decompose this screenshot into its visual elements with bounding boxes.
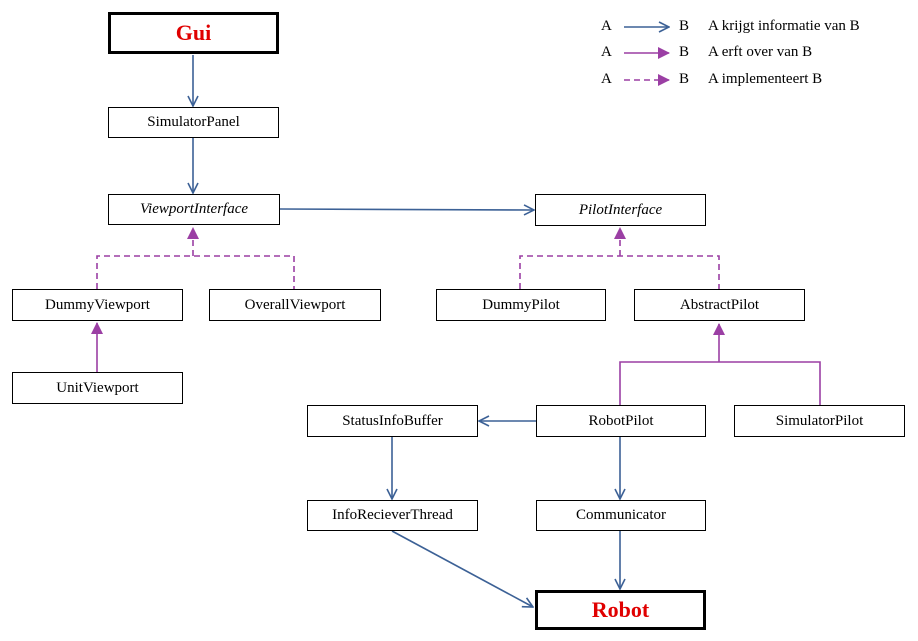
class-gui: Gui bbox=[108, 12, 279, 54]
class-unitviewport: UnitViewport bbox=[12, 372, 183, 404]
class-overallviewport-label: OverallViewport bbox=[244, 296, 346, 313]
class-viewportinterface-label: ViewportInterface bbox=[139, 201, 249, 217]
class-overallviewport: OverallViewport bbox=[209, 289, 381, 321]
class-communicator: Communicator bbox=[536, 500, 706, 531]
class-simulatorpanel-label: SimulatorPanel bbox=[147, 114, 240, 130]
class-communicator-label: Communicator bbox=[576, 507, 666, 523]
legend-implement-b: B bbox=[679, 71, 690, 87]
legend-inherit-b: B bbox=[679, 44, 690, 60]
class-gui-label: Gui bbox=[175, 20, 212, 45]
implements-connector-viewport bbox=[96, 255, 295, 289]
class-dummyviewport: DummyViewport bbox=[12, 289, 183, 321]
implements-connector-pilot bbox=[519, 255, 720, 289]
class-inforecieverthread: InfoRecieverThread bbox=[307, 500, 478, 531]
inherits-connector-abstractpilot bbox=[619, 361, 821, 405]
class-robot: Robot bbox=[535, 590, 706, 630]
class-dummypilot-label: DummyPilot bbox=[482, 296, 560, 313]
class-unitviewport-label: UnitViewport bbox=[56, 379, 139, 396]
class-simulatorpanel: SimulatorPanel bbox=[108, 107, 279, 138]
class-viewportinterface: ViewportInterface bbox=[108, 194, 280, 225]
class-pilotinterface: PilotInterface bbox=[535, 194, 706, 226]
class-statusinfobuffer-label: StatusInfoBuffer bbox=[342, 412, 443, 429]
legend-implement-a: A bbox=[601, 71, 612, 87]
legend-inherit-a: A bbox=[601, 44, 612, 60]
class-inforecieverthread-label: InfoRecieverThread bbox=[332, 507, 453, 523]
arrow-inforecieverthread-to-robot bbox=[391, 530, 533, 607]
class-statusinfobuffer: StatusInfoBuffer bbox=[307, 405, 478, 437]
class-pilotinterface-label: PilotInterface bbox=[578, 201, 663, 218]
class-robotpilot-label: RobotPilot bbox=[588, 412, 654, 429]
class-simulatorpilot: SimulatorPilot bbox=[734, 405, 905, 437]
class-robot-label: Robot bbox=[591, 597, 650, 622]
legend-inherit-text: A erft over van B bbox=[708, 44, 813, 60]
legend-info-a: A bbox=[601, 18, 612, 34]
class-robotpilot: RobotPilot bbox=[536, 405, 706, 437]
legend-info-text: A krijgt informatie van B bbox=[708, 18, 860, 34]
arrow-viewportinterface-to-pilotinterface bbox=[279, 209, 534, 210]
class-dummyviewport-label: DummyViewport bbox=[45, 296, 150, 313]
legend-info-b: B bbox=[679, 18, 690, 34]
class-abstractpilot-label: AbstractPilot bbox=[679, 296, 760, 313]
legend-implement-text: A implementeert B bbox=[708, 71, 823, 87]
class-simulatorpilot-label: SimulatorPilot bbox=[775, 412, 864, 429]
class-abstractpilot: AbstractPilot bbox=[634, 289, 805, 321]
class-dummypilot: DummyPilot bbox=[436, 289, 606, 321]
